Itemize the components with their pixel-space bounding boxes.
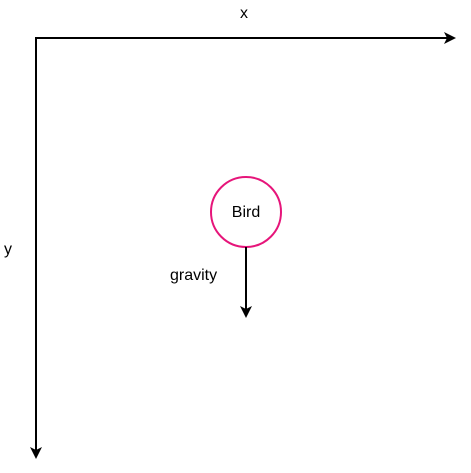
gravity-label: gravity [170,267,218,284]
y-axis-label: y [4,241,12,258]
x-axis-label: x [240,5,248,22]
bird-label: Bird [231,204,261,221]
